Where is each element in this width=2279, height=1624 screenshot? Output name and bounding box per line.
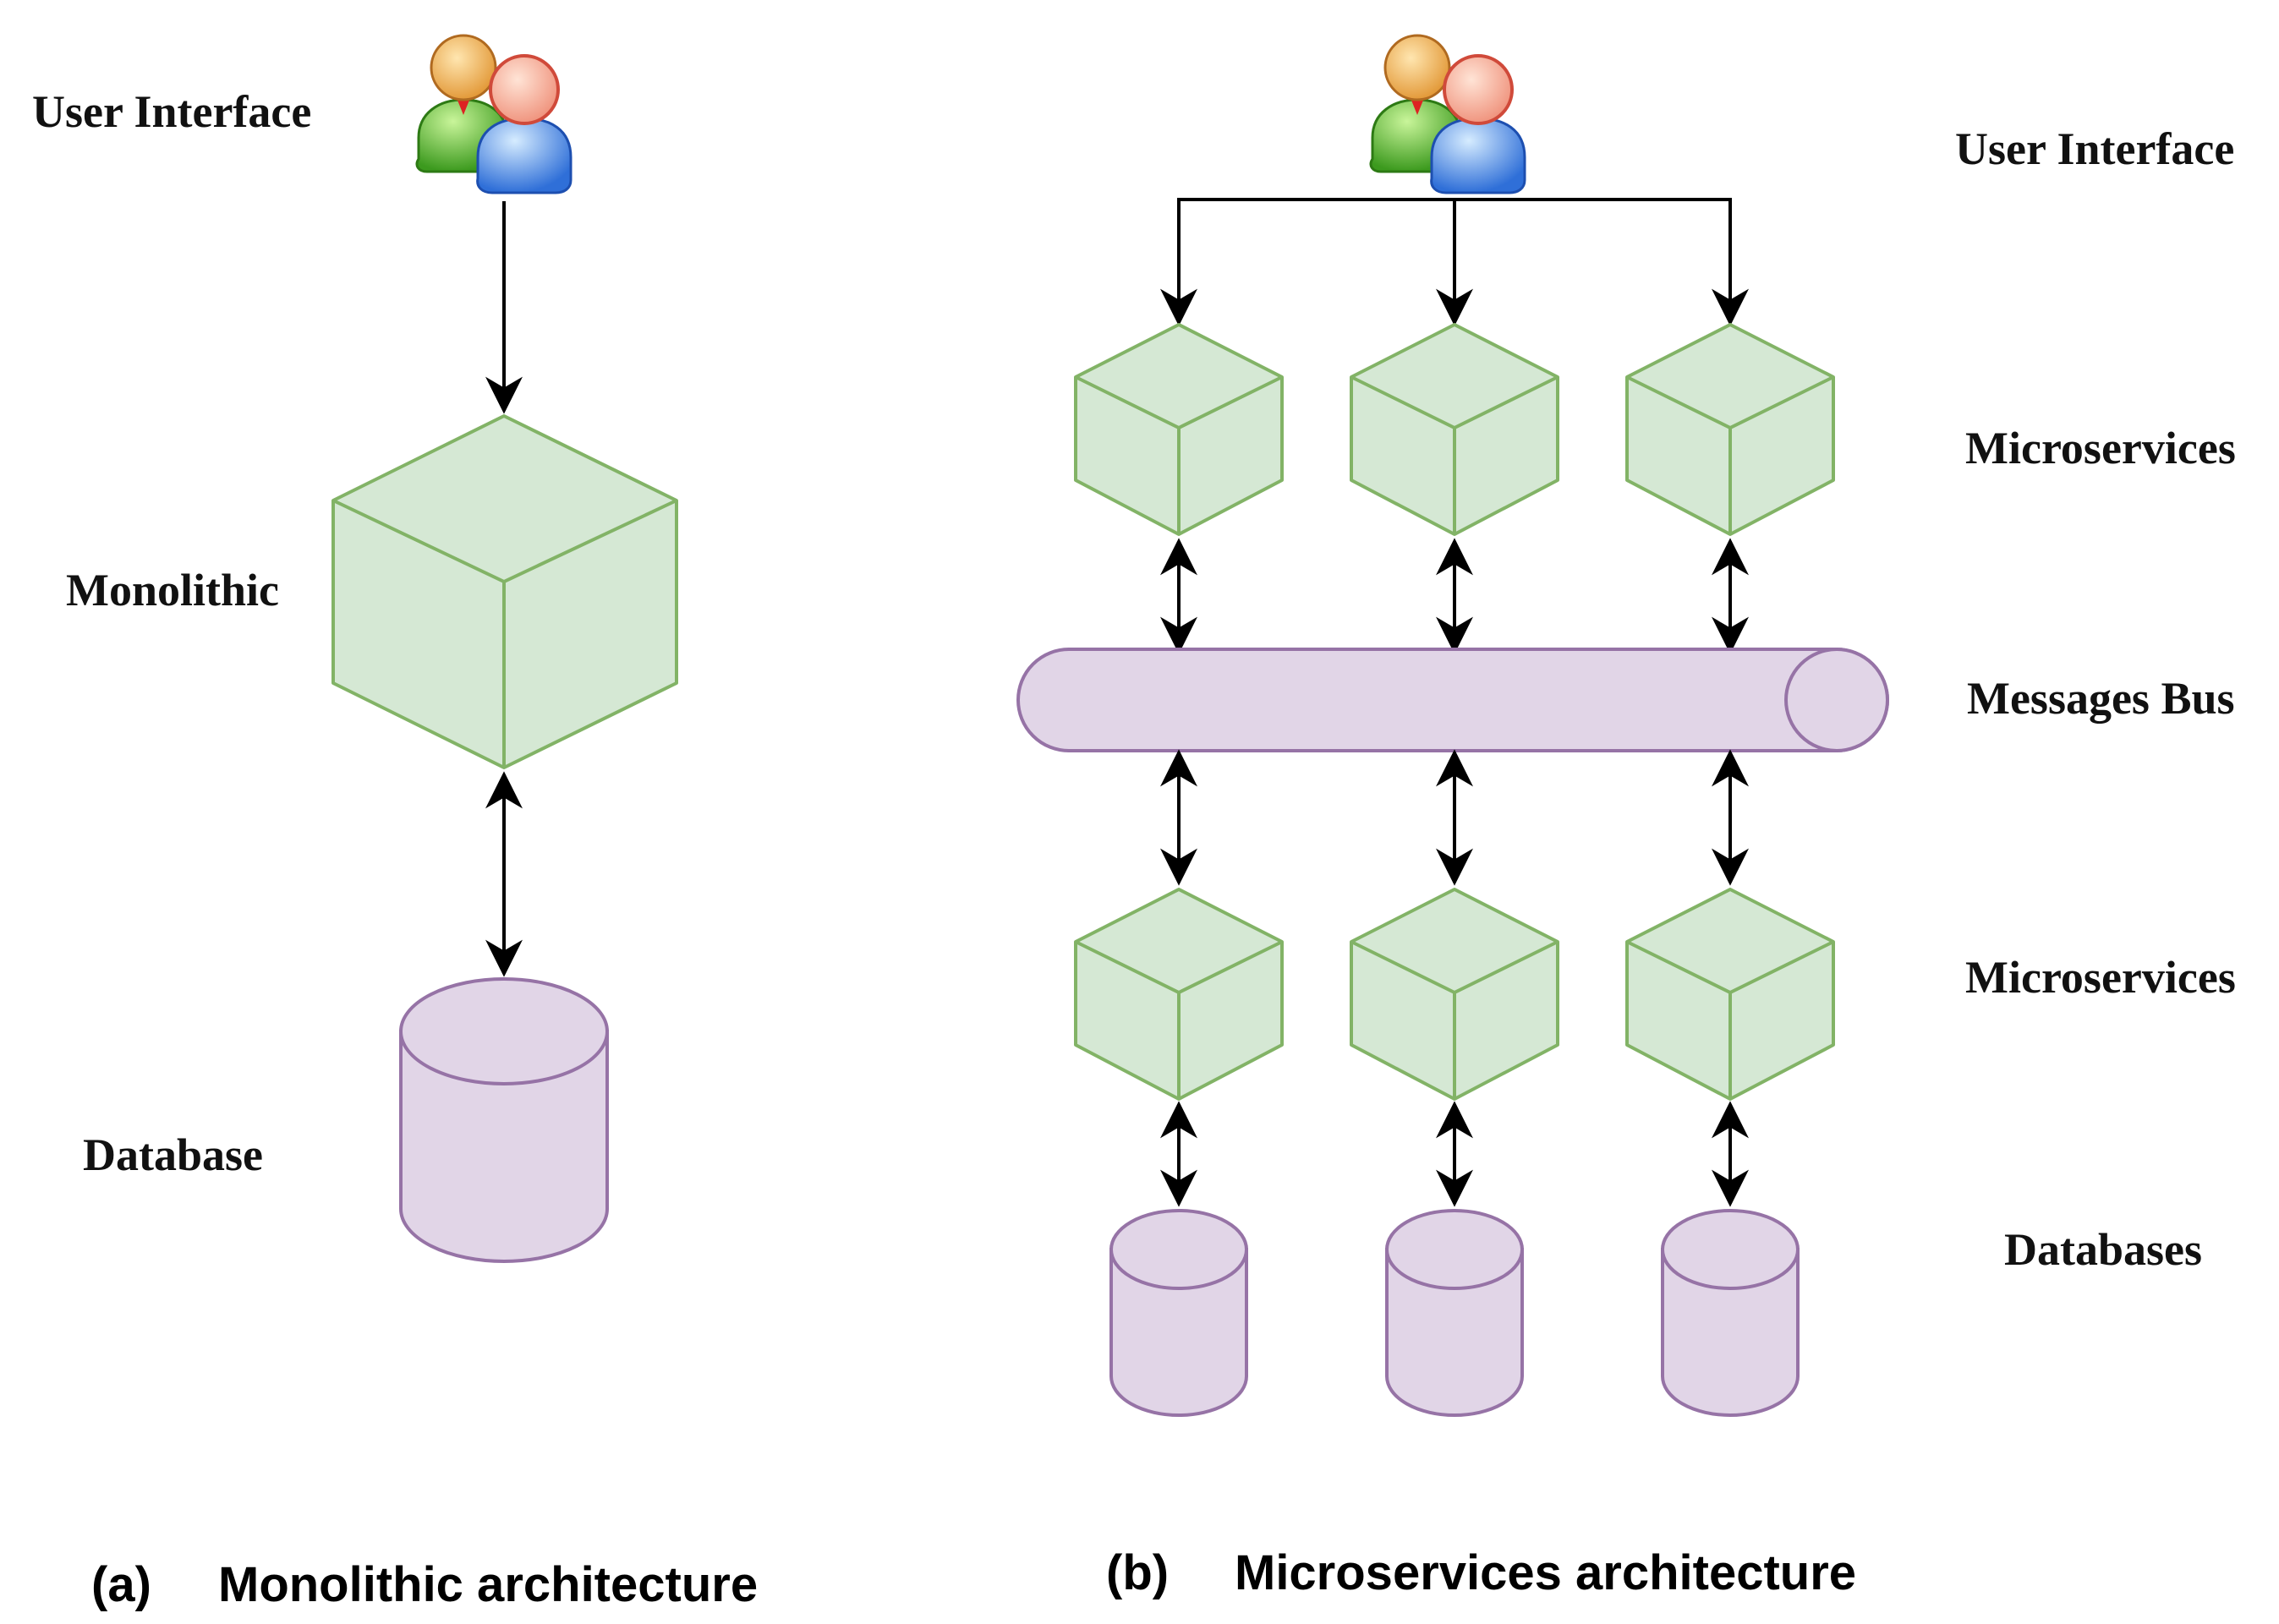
monolithic-database-label: Database bbox=[83, 1129, 263, 1180]
database-cylinder-icon bbox=[1109, 1209, 1248, 1417]
databases-label: Databases bbox=[2004, 1224, 2202, 1275]
microservice-bottom-2-cube-icon bbox=[1350, 888, 1559, 1101]
users-icon bbox=[1369, 34, 1526, 194]
monolithic-service-label: Monolithic bbox=[66, 565, 279, 615]
microservices-caption-letter: (b) bbox=[1106, 1545, 1169, 1600]
microservice-top-3-cube-icon bbox=[1625, 323, 1835, 536]
microservice-top-1-cube-icon bbox=[1074, 323, 1284, 536]
microservice-bottom-3-cube-icon bbox=[1625, 888, 1835, 1101]
microservice-top-2-cube-icon bbox=[1350, 323, 1559, 536]
database-cylinder-icon bbox=[1661, 1209, 1800, 1417]
monolithic-caption-letter: (a) bbox=[91, 1557, 151, 1612]
microservices-user-interface-label: User Interface bbox=[1955, 123, 2234, 174]
microservices-panel: User Interface Microservices Messages Bu… bbox=[1016, 34, 2236, 1600]
monolithic-user-interface-label: User Interface bbox=[32, 86, 311, 137]
monolithic-panel: User Interface Monolithic Database (a) M… bbox=[32, 34, 758, 1612]
messages-bus-label: Messages Bus bbox=[1967, 673, 2235, 724]
microservices-caption-text: Microservices architecture bbox=[1235, 1545, 1856, 1600]
database-cylinder-icon bbox=[1385, 1209, 1524, 1417]
microservices-top-label: Microservices bbox=[1965, 423, 2236, 473]
message-bus-pipe-icon bbox=[1016, 648, 1889, 752]
database-cylinder-icon bbox=[399, 977, 609, 1263]
users-icon bbox=[415, 34, 572, 194]
monolithic-caption-text: Monolithic architecture bbox=[218, 1557, 758, 1612]
microservice-bottom-1-cube-icon bbox=[1074, 888, 1284, 1101]
microservices-bottom-label: Microservices bbox=[1965, 952, 2236, 1003]
monolith-cube-icon bbox=[331, 414, 678, 769]
ui-fanout-arrowheads bbox=[1160, 254, 1749, 326]
